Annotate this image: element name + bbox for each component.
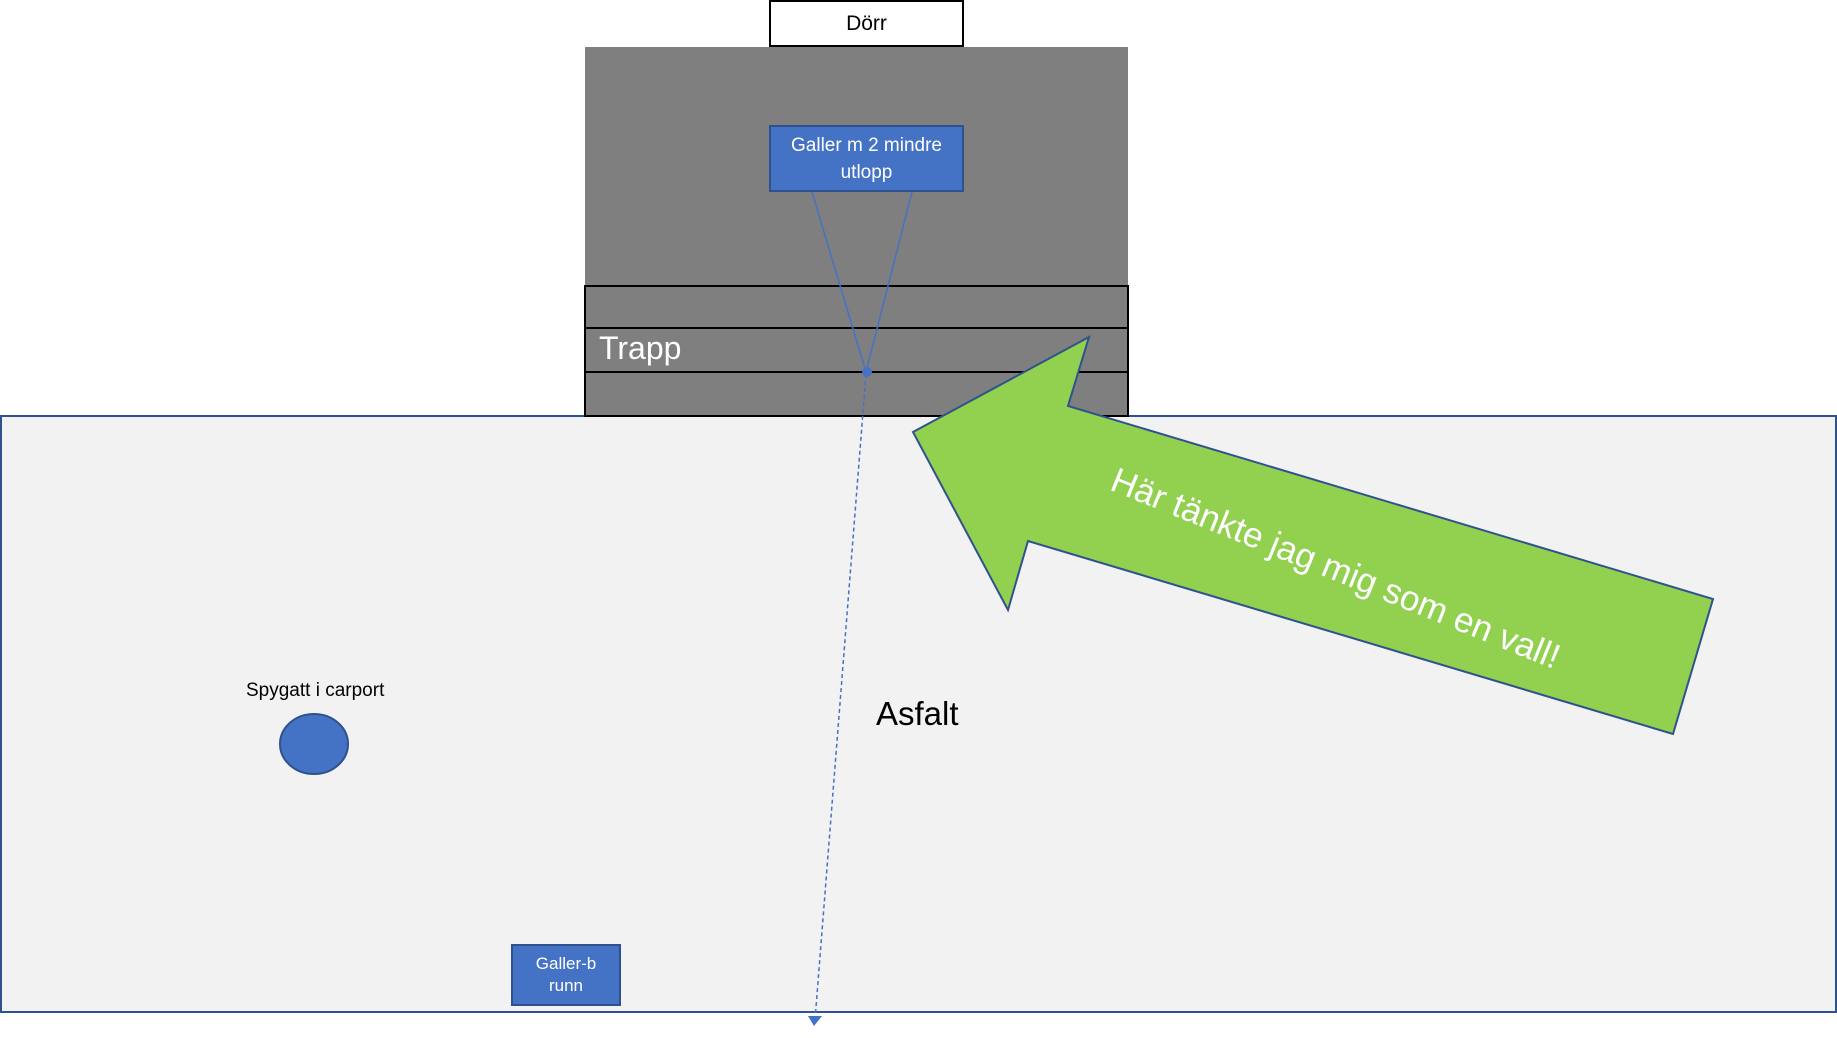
drain-arrowhead xyxy=(808,1016,822,1026)
door-label: Dörr xyxy=(846,11,887,35)
outlet-junction-dot xyxy=(862,367,872,377)
grate-box: Galler m 2 mindre utlopp xyxy=(769,125,964,192)
grate-well-label: Galler-brunn xyxy=(535,954,597,995)
carport-drain-circle xyxy=(279,713,349,775)
grate-label: Galler m 2 mindre utlopp xyxy=(791,134,942,183)
outlet-line-right xyxy=(865,191,913,373)
carport-drain-label: Spygatt i carport xyxy=(246,680,385,701)
landing-block xyxy=(585,47,1128,416)
stairs-label: Trapp xyxy=(599,330,682,366)
door-box: Dörr xyxy=(769,0,964,47)
grate-well-box: Galler-brunn xyxy=(511,944,621,1006)
asphalt-label: Asfalt xyxy=(876,695,959,732)
outlet-line-left xyxy=(811,191,867,373)
drain-dashed-line xyxy=(814,373,867,1021)
embankment-arrow xyxy=(911,334,1715,736)
stairs-outline xyxy=(584,285,1129,417)
